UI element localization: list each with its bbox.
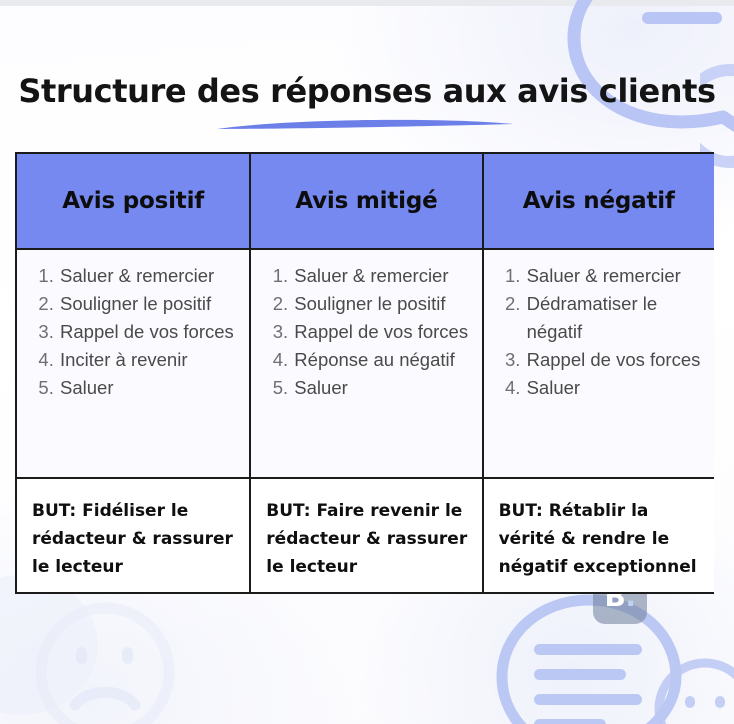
- steps-list-positif: Saluer & remercier Souligner le positif …: [31, 262, 239, 402]
- list-item: Souligner le positif: [293, 290, 471, 318]
- goal-text-mitige: BUT: Faire revenir le rédacteur & rassur…: [266, 501, 468, 577]
- steps-list-negatif: Saluer & remercier Dédramatiser le négat…: [498, 262, 704, 402]
- table-header-cell-negatif: Avis négatif: [481, 154, 714, 248]
- list-item: Inciter à revenir: [59, 346, 239, 374]
- table-cell-steps-mitige: Saluer & remercier Souligner le positif …: [249, 250, 482, 477]
- sad-face-icon: [18, 592, 193, 724]
- speech-bubble-with-lines-icon: [492, 592, 687, 724]
- goal-text-positif: BUT: Fidéliser le rédacteur & rassurer l…: [32, 501, 233, 577]
- page-title: Structure des réponses aux avis clients: [18, 72, 716, 110]
- table-cell-steps-positif: Saluer & remercier Souligner le positif …: [17, 250, 250, 477]
- neutral-face-icon: [650, 654, 734, 724]
- table-cell-steps-negatif: Saluer & remercier Dédramatiser le négat…: [481, 250, 714, 477]
- table-cell-goal-negatif: BUT: Rétablir la vérité & rendre le néga…: [481, 479, 714, 592]
- table-header-cell-mitige: Avis mitigé: [249, 154, 482, 248]
- table-header-row: Avis positif Avis mitigé Avis négatif: [17, 154, 714, 250]
- table-cell-goal-mitige: BUT: Faire revenir le rédacteur & rassur…: [249, 479, 482, 592]
- table-goal-row: BUT: Fidéliser le rédacteur & rassurer l…: [17, 479, 714, 592]
- list-item: Rappel de vos forces: [526, 346, 704, 374]
- title-underline-stroke: [215, 116, 515, 132]
- page-title-wrapper: Structure des réponses aux avis clients: [0, 72, 734, 110]
- list-item: Dédramatiser le négatif: [526, 290, 704, 346]
- watermark-dot: .: [625, 580, 636, 613]
- list-item: Saluer: [293, 374, 471, 402]
- table-steps-row: Saluer & remercier Souligner le positif …: [17, 250, 714, 479]
- list-item: Souligner le positif: [59, 290, 239, 318]
- steps-list-mitige: Saluer & remercier Souligner le positif …: [265, 262, 471, 402]
- list-item: Saluer & remercier: [59, 262, 239, 290]
- response-structure-table: Avis positif Avis mitigé Avis négatif Sa…: [15, 152, 714, 594]
- list-item: Saluer & remercier: [293, 262, 471, 290]
- table-header-cell-positif: Avis positif: [17, 154, 250, 248]
- top-chrome-strip: [0, 0, 734, 6]
- list-item: Rappel de vos forces: [59, 318, 239, 346]
- list-item: Rappel de vos forces: [293, 318, 471, 346]
- list-item: Saluer: [59, 374, 239, 402]
- column-title-mitige: Avis mitigé: [295, 188, 438, 214]
- goal-text-negatif: BUT: Rétablir la vérité & rendre le néga…: [498, 501, 697, 577]
- column-title-negatif: Avis négatif: [522, 188, 675, 214]
- list-item: Réponse au négatif: [293, 346, 471, 374]
- list-item: Saluer: [526, 374, 704, 402]
- table-cell-goal-positif: BUT: Fidéliser le rédacteur & rassurer l…: [17, 479, 250, 592]
- list-item: Saluer & remercier: [526, 262, 704, 290]
- column-title-positif: Avis positif: [62, 188, 205, 214]
